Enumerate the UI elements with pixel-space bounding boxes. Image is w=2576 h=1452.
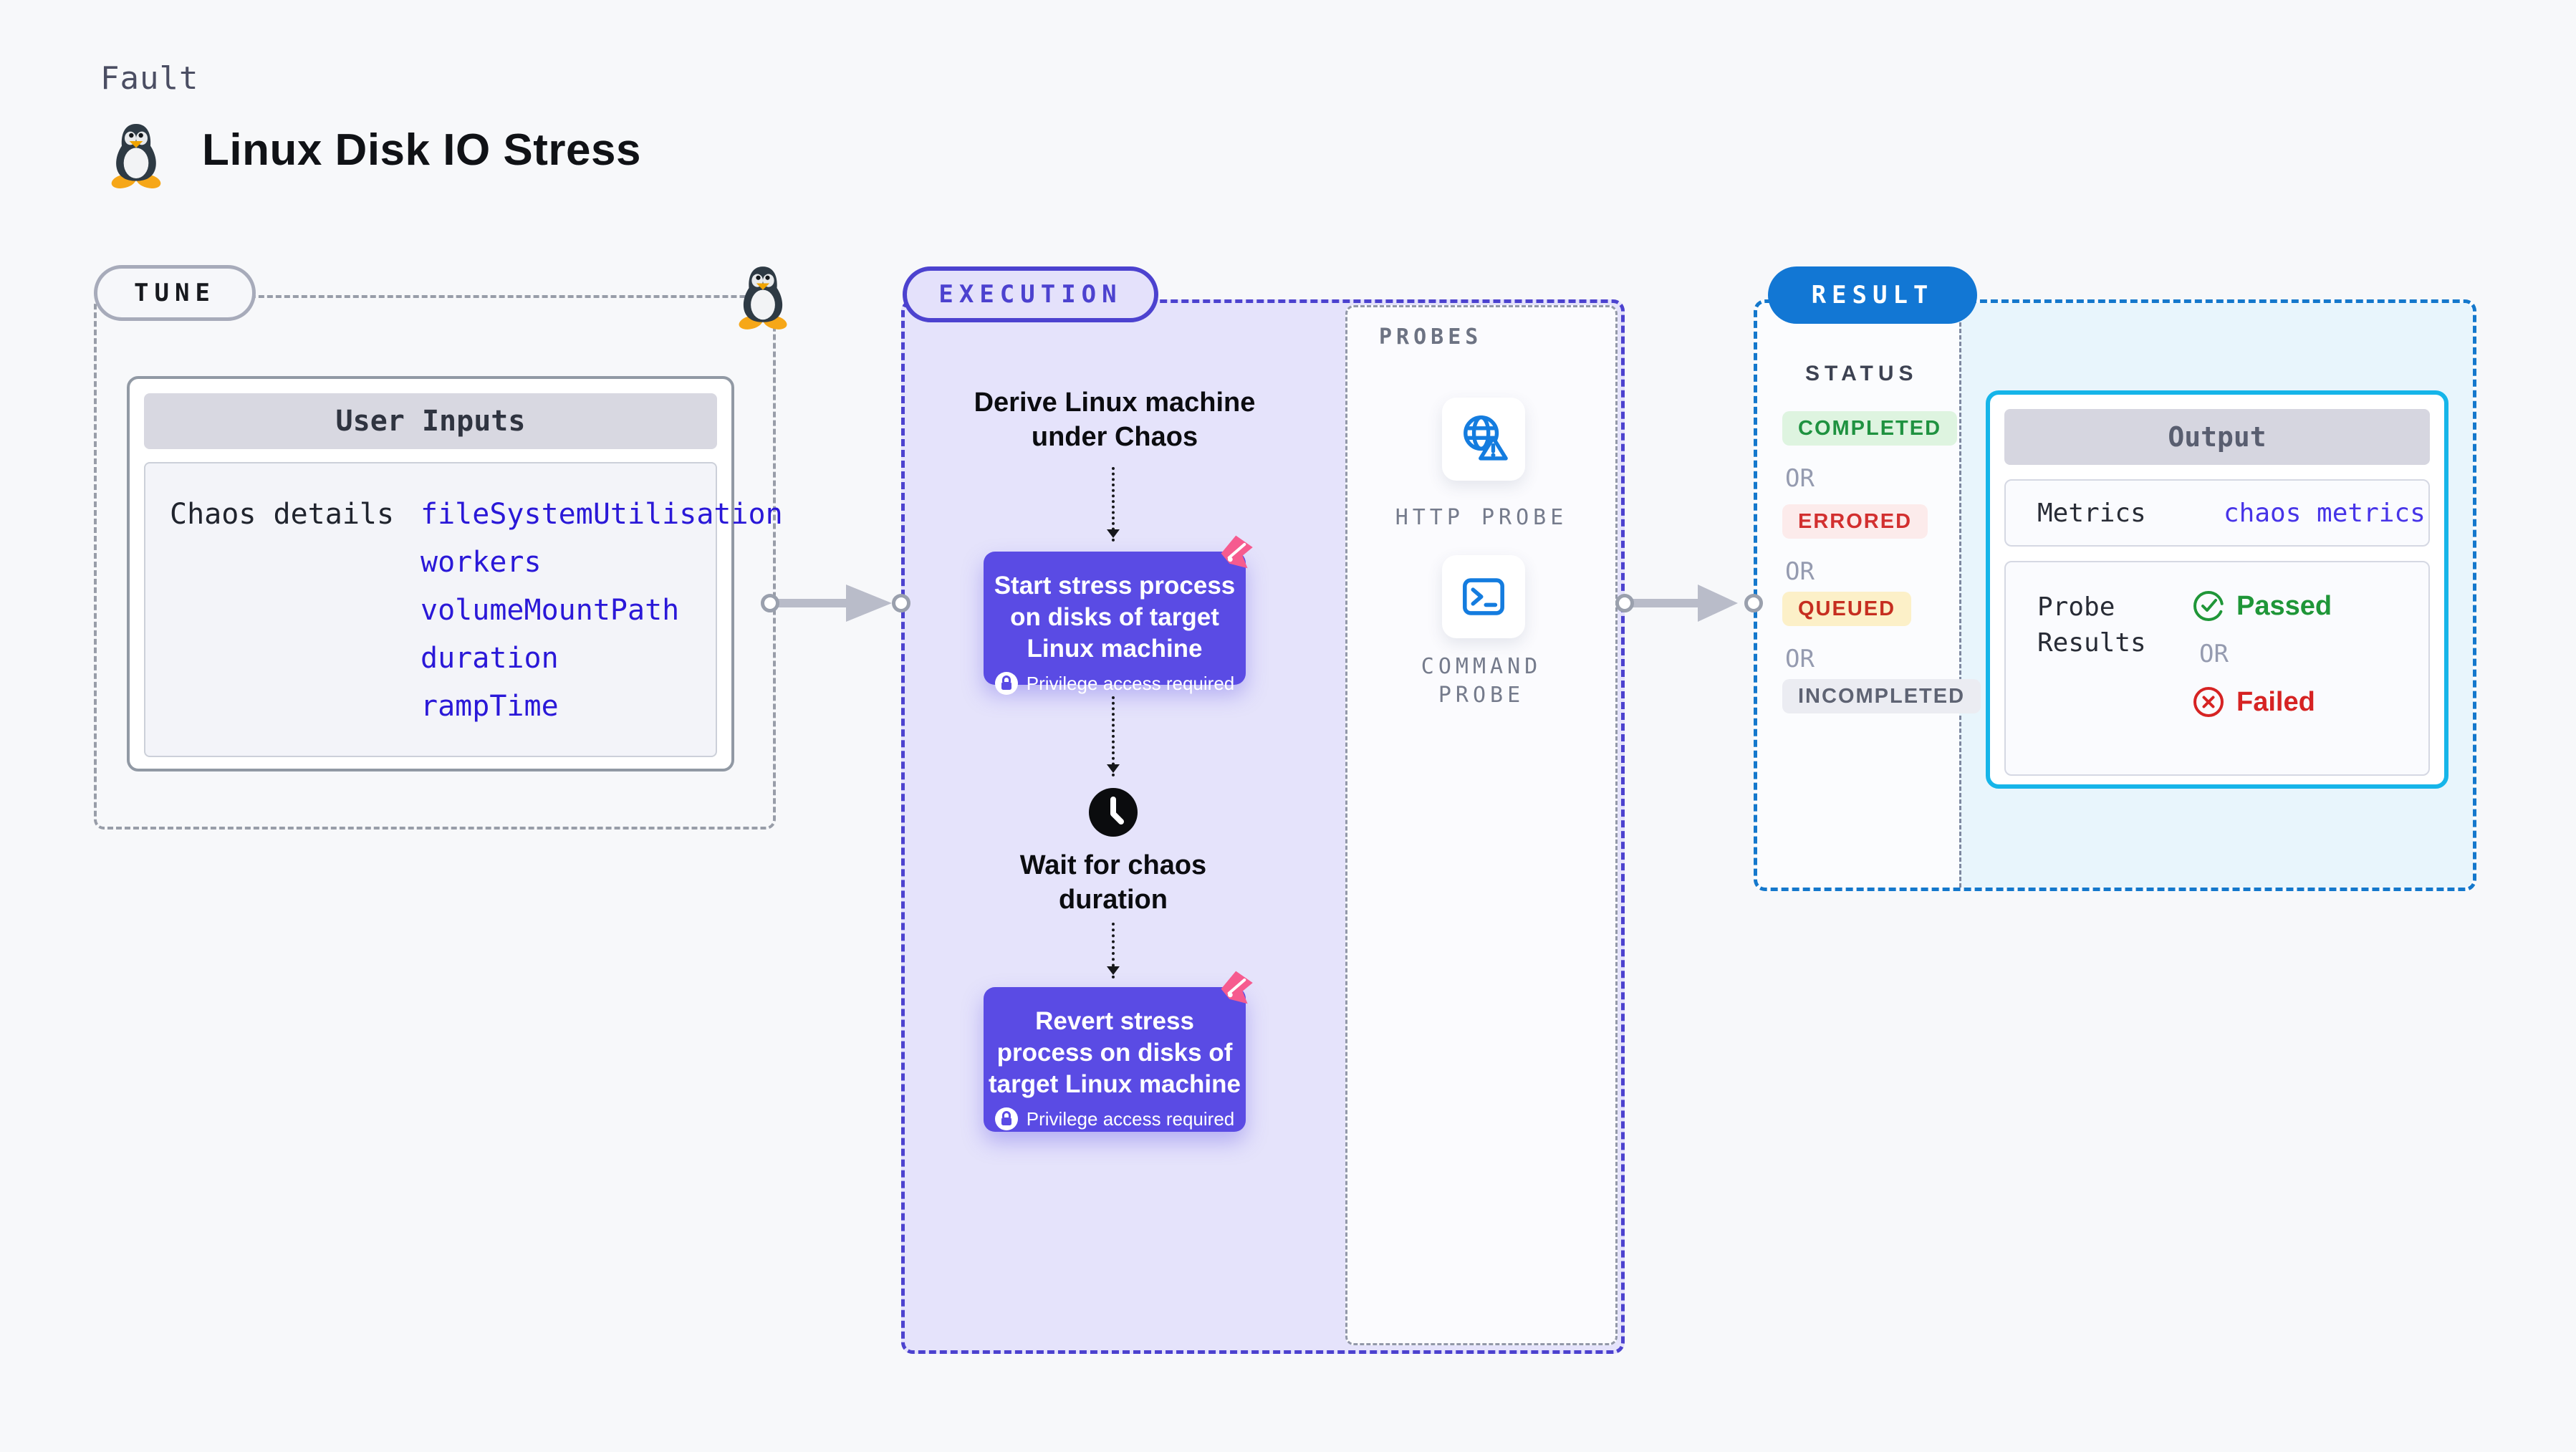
- wait-line: Wait for chaos: [1019, 850, 1207, 880]
- flow-arrow-down: [1107, 467, 1120, 542]
- probe-results-label: Probe Results: [2037, 590, 2192, 774]
- start-stress-node: Start stress process on disks of target …: [984, 532, 1256, 695]
- node-line: Start stress process: [994, 572, 1236, 600]
- or-separator: OR: [1785, 557, 1815, 586]
- status-heading: STATUS: [1805, 362, 1918, 385]
- output-header: Output: [2004, 409, 2430, 465]
- user-inputs-card: User Inputs Chaos details fileSystemUtil…: [127, 376, 783, 771]
- wait-step-label: Wait for chaos duration: [1006, 848, 1221, 917]
- wait-line: duration: [1059, 885, 1168, 915]
- probe-results-row: Probe Results Passed OR Fai: [2004, 561, 2430, 776]
- status-badge-incompleted: INCOMPLETED: [1782, 679, 1981, 713]
- execution-pill: EXECUTION: [903, 266, 1158, 322]
- input-value: fileSystemUtilisation: [420, 498, 783, 531]
- derive-line: under Chaos: [1031, 422, 1198, 452]
- command-probe-line: COMMAND: [1421, 654, 1542, 679]
- probes-panel: PROBES HTTP PROBE: [1345, 305, 1618, 1345]
- clock-icon: [1089, 788, 1138, 837]
- tune-pill: TUNE: [94, 265, 256, 321]
- node-line: Linux machine: [1027, 635, 1203, 663]
- lock-icon: [994, 672, 1018, 695]
- globe-alert-icon: [1464, 415, 1508, 461]
- page-title: Linux Disk IO Stress: [202, 125, 641, 175]
- or-separator: OR: [1785, 645, 1815, 673]
- tune-section: [94, 295, 776, 830]
- check-circle-icon: [2193, 591, 2224, 621]
- chaos-ribbon-icon: [1218, 967, 1256, 1006]
- tune-output-port: [761, 594, 779, 612]
- status-badge-queued: QUEUED: [1782, 592, 1912, 626]
- command-probe-label: COMMAND PROBE: [1347, 653, 1615, 710]
- probe-results-line: Probe: [2037, 592, 2115, 622]
- revert-stress-node: Revert stress process on disks of target…: [984, 967, 1256, 1132]
- input-value: volumeMountPath: [420, 594, 680, 627]
- tux-penguin-icon: [110, 124, 163, 191]
- metrics-row: Metrics chaos metrics: [2004, 479, 2430, 547]
- verdict-passed: Passed: [2192, 590, 2332, 622]
- command-probe-card: [1442, 555, 1525, 638]
- input-value: rampTime: [420, 690, 559, 723]
- arrow-right-icon: [1632, 585, 1738, 622]
- privilege-note: Privilege access required: [1026, 1107, 1235, 1130]
- or-separator: OR: [2199, 640, 2229, 668]
- output-card: Output Metrics chaos metrics Probe Resul…: [1986, 390, 2448, 789]
- flow-arrow-down: [1107, 923, 1120, 979]
- chaos-ribbon-icon: [1218, 532, 1256, 570]
- user-inputs-list: Chaos details fileSystemUtilisation work…: [144, 462, 783, 757]
- verdict-failed: Failed: [2192, 686, 2332, 718]
- fault-eyebrow: Fault: [100, 60, 199, 97]
- privilege-note: Privilege access required: [1026, 672, 1235, 694]
- metrics-value: chaos metrics: [2224, 498, 2426, 528]
- failed-label: Failed: [2236, 686, 2315, 717]
- user-inputs-header: User Inputs: [144, 393, 717, 449]
- probes-label: PROBES: [1379, 324, 1483, 350]
- lock-icon: [994, 1107, 1018, 1130]
- metrics-label: Metrics: [2037, 498, 2146, 528]
- input-value: workers: [420, 546, 542, 579]
- status-badge-errored: ERRORED: [1782, 504, 1928, 539]
- x-circle-icon: [2193, 687, 2224, 717]
- node-line: target Linux machine: [988, 1070, 1241, 1098]
- execution-output-port: [1615, 594, 1634, 612]
- passed-label: Passed: [2236, 590, 2332, 621]
- node-line: Revert stress: [1035, 1007, 1194, 1035]
- input-value: duration: [420, 642, 559, 675]
- http-probe-card: [1442, 398, 1525, 481]
- tux-penguin-icon: [737, 266, 789, 331]
- derive-line: Derive Linux machine: [974, 388, 1256, 418]
- arrow-right-icon: [777, 585, 892, 622]
- chaos-details-values: fileSystemUtilisation workers volumeMoun…: [420, 498, 783, 738]
- probe-results-line: Results: [2037, 628, 2146, 658]
- node-line: on disks of target: [1010, 603, 1219, 631]
- terminal-icon: [1463, 578, 1504, 615]
- status-badge-completed: COMPLETED: [1782, 411, 1958, 446]
- node-line: process on disks of: [996, 1039, 1233, 1067]
- derive-step-label: Derive Linux machine under Chaos: [961, 385, 1269, 454]
- result-pill: RESULT: [1768, 266, 1977, 324]
- chaos-details-label: Chaos details: [170, 498, 395, 531]
- or-separator: OR: [1785, 464, 1815, 493]
- execution-input-port: [892, 594, 910, 612]
- command-probe-line: PROBE: [1438, 683, 1525, 708]
- http-probe-label: HTTP PROBE: [1395, 505, 1568, 530]
- result-input-port: [1744, 594, 1763, 612]
- flow-arrow-down: [1107, 696, 1120, 777]
